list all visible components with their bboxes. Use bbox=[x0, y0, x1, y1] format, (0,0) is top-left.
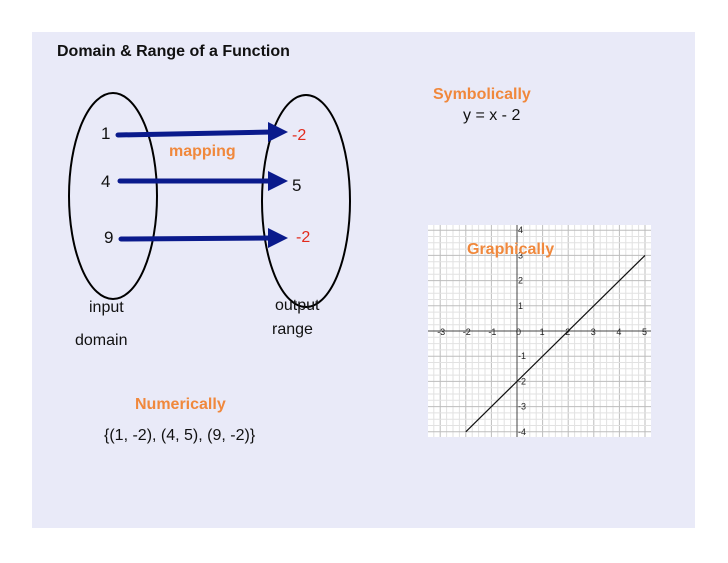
y-tick-label: 3 bbox=[518, 250, 523, 260]
y-tick-label: -2 bbox=[518, 376, 526, 386]
input-value-3: 9 bbox=[104, 228, 114, 247]
slide-title: Domain & Range of a Function bbox=[57, 43, 290, 60]
mapping-arrow-3 bbox=[118, 228, 288, 248]
y-tick-label: 1 bbox=[518, 301, 523, 311]
x-tick-label: 5 bbox=[642, 327, 647, 337]
range-ellipse bbox=[261, 94, 351, 308]
x-tick-label: 4 bbox=[616, 327, 621, 337]
domain-caption: domain bbox=[75, 332, 128, 349]
y-tick-label: -3 bbox=[518, 402, 526, 412]
output-value-2: 5 bbox=[292, 176, 302, 195]
mapping-label: mapping bbox=[169, 143, 236, 160]
graphically-heading: Graphically bbox=[467, 241, 555, 258]
symbolically-heading: Symbolically bbox=[433, 86, 531, 103]
y-tick-label: -1 bbox=[518, 351, 526, 361]
input-value-1: 1 bbox=[101, 124, 111, 143]
x-tick-label: -1 bbox=[488, 327, 496, 337]
function-line bbox=[465, 254, 646, 433]
x-tick-label: -3 bbox=[437, 327, 445, 337]
domain-ellipse bbox=[68, 92, 158, 300]
y-tick-label: 4 bbox=[518, 225, 523, 235]
range-caption: range bbox=[272, 321, 313, 338]
input-value-2: 4 bbox=[101, 172, 111, 191]
mapping-arrow-1 bbox=[115, 122, 288, 142]
output-caption: output bbox=[275, 297, 320, 314]
x-tick-label: -2 bbox=[463, 327, 471, 337]
y-tick-label: 2 bbox=[518, 276, 523, 286]
graph-axes bbox=[428, 225, 651, 437]
output-value-1: -2 bbox=[292, 127, 307, 144]
ordered-pair-set: {(1, -2), (4, 5), (9, -2)} bbox=[104, 427, 256, 444]
graph-tick-labels: -3-2-10123454321-1-2-3-4 bbox=[437, 225, 647, 437]
x-tick-label: 1 bbox=[540, 327, 545, 337]
numerically-heading: Numerically bbox=[135, 396, 226, 413]
equation: y = x - 2 bbox=[463, 107, 521, 124]
x-tick-label: 0 bbox=[516, 327, 521, 337]
mapping-arrow-2 bbox=[117, 171, 288, 191]
input-caption: input bbox=[89, 299, 124, 316]
x-tick-label: 3 bbox=[591, 327, 596, 337]
output-value-3: -2 bbox=[296, 229, 311, 246]
y-tick-label: -4 bbox=[518, 427, 526, 437]
